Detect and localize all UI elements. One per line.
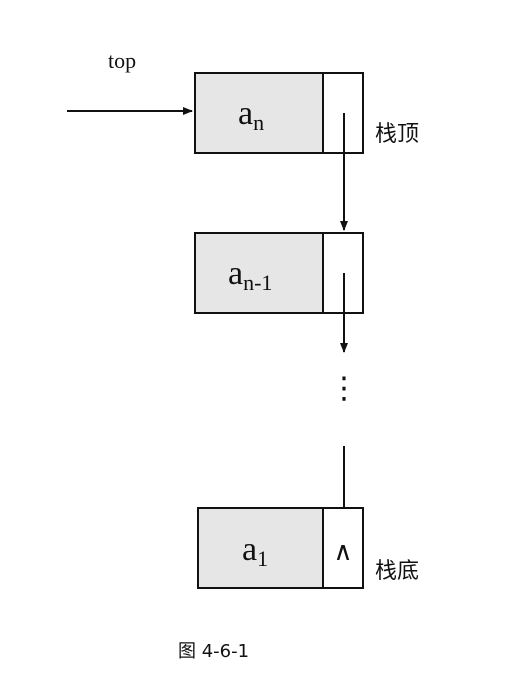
node-data-subscript: n [253, 110, 264, 135]
node-side-label: 栈底 [375, 559, 419, 584]
node-data-field [197, 507, 324, 589]
stack-node-bottom: a1 ∧ 栈底 [197, 507, 419, 589]
node-data-subscript: 1 [257, 546, 268, 571]
stack-node-middle: an-1 [194, 232, 364, 314]
top-pointer-label: top [108, 48, 136, 73]
node-data-field [194, 232, 324, 314]
node-side-label: 栈顶 [375, 122, 419, 147]
node-next-field [322, 507, 364, 589]
node-data-label: an-1 [228, 255, 272, 295]
node-data-base: a [228, 255, 243, 292]
figure-caption: 图 4-6-1 [178, 641, 249, 662]
ellipsis-mark: ⋮ [329, 371, 359, 406]
stack-node-top: an 栈顶 [194, 72, 419, 154]
node-data-label: a1 [242, 531, 268, 571]
node-data-subscript: n-1 [243, 270, 272, 295]
node-data-base: a [238, 95, 253, 132]
node-data-label: an [238, 95, 264, 135]
node-data-base: a [242, 531, 257, 568]
null-pointer-symbol: ∧ [333, 537, 352, 567]
